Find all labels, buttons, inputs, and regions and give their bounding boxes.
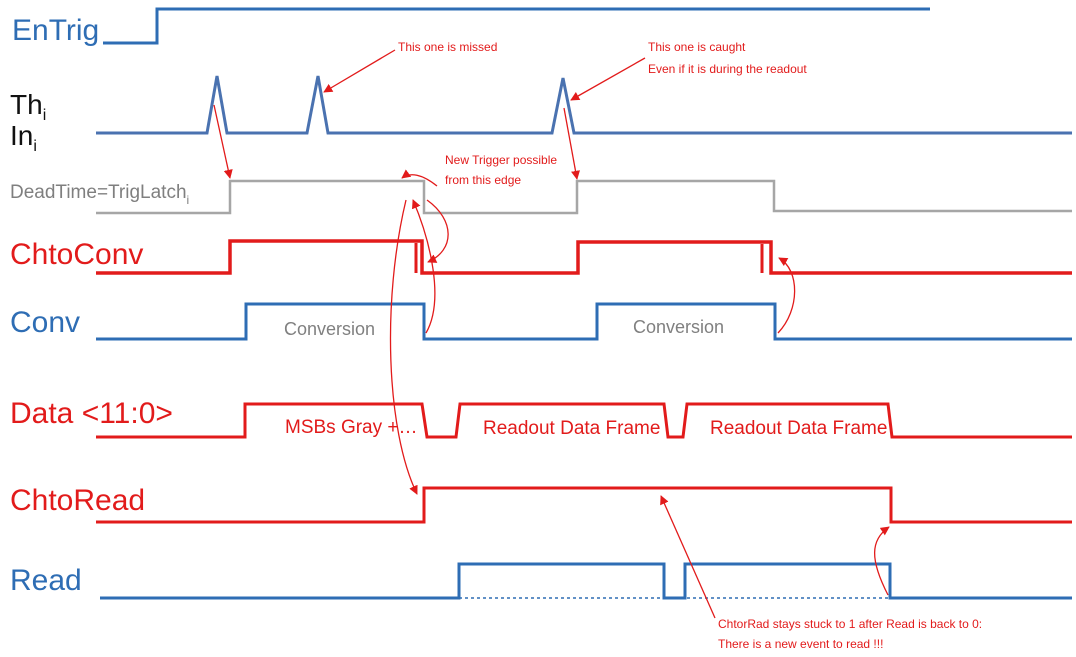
label-deadtime: DeadTime=TrigLatchi (10, 182, 189, 207)
waveform-read (100, 562, 1072, 600)
arrow-conv-fall-to-deadtime (412, 199, 436, 334)
annotation-stuck-line1: ChtorRad stays stuck to 1 after Read is … (718, 617, 982, 631)
waveform-data (96, 402, 1072, 439)
waveform-chtoconv (96, 239, 1072, 275)
label-th-main: Th (10, 89, 43, 120)
label-read: Read (10, 564, 82, 597)
waveform-entrig (103, 7, 930, 45)
arrow-missed (323, 49, 396, 93)
label-in-subscript: i (33, 138, 37, 155)
annotation-stuck-line2: There is a new event to read !!! (718, 637, 883, 651)
annotation-missed: This one is missed (398, 40, 497, 54)
arrow-th3-to-deadtime (563, 107, 581, 180)
annotation-new-trigger-line2: from this edge (445, 173, 521, 187)
arrow-deadtime-to-chtoread (389, 199, 418, 495)
label-in-main: In (10, 120, 33, 151)
waveform-deadtime (96, 179, 1072, 215)
msbs-gray-label: MSBs Gray +… (285, 417, 418, 438)
waveform-conv (96, 302, 1072, 341)
label-data: Data <11:0> (10, 397, 173, 430)
annotation-caught-line2: Even if it is during the readout (648, 62, 807, 76)
arrow-conv-fall2-to-chtoconv (777, 257, 796, 334)
waveform-chtoread (96, 486, 1072, 524)
conversion-label-2: Conversion (633, 317, 724, 337)
readout-frame-label-2: Readout Data Frame (710, 418, 887, 439)
arrow-read-to-chtoread (873, 526, 890, 596)
label-chtoread: ChtoRead (10, 484, 145, 517)
label-entrig: EnTrig (12, 14, 99, 47)
annotation-caught-line1: This one is caught (648, 40, 746, 54)
label-deadtime-subscript: i (187, 193, 190, 207)
annotation-new-trigger-line1: New Trigger possible (445, 153, 557, 167)
waveform-th-in (96, 75, 1072, 135)
arrow-stuck-to-chtoread (660, 495, 716, 619)
label-chtoconv: ChtoConv (10, 238, 143, 271)
label-th: Thi (10, 89, 46, 124)
arrow-th1-to-deadtime (213, 104, 233, 179)
label-deadtime-main: DeadTime=TrigLatch (10, 182, 187, 203)
conversion-label-1: Conversion (284, 319, 375, 339)
readout-frame-label-1: Readout Data Frame (483, 418, 660, 439)
arrow-chtoconv-to-deadtime (401, 169, 438, 187)
label-conv: Conv (10, 306, 80, 339)
arrow-deadtime-fall-to-chtoconv (426, 199, 449, 263)
annotation-arrows (213, 49, 890, 619)
arrow-caught (570, 57, 646, 101)
label-in: Ini (10, 120, 37, 155)
label-th-subscript: i (43, 107, 47, 124)
